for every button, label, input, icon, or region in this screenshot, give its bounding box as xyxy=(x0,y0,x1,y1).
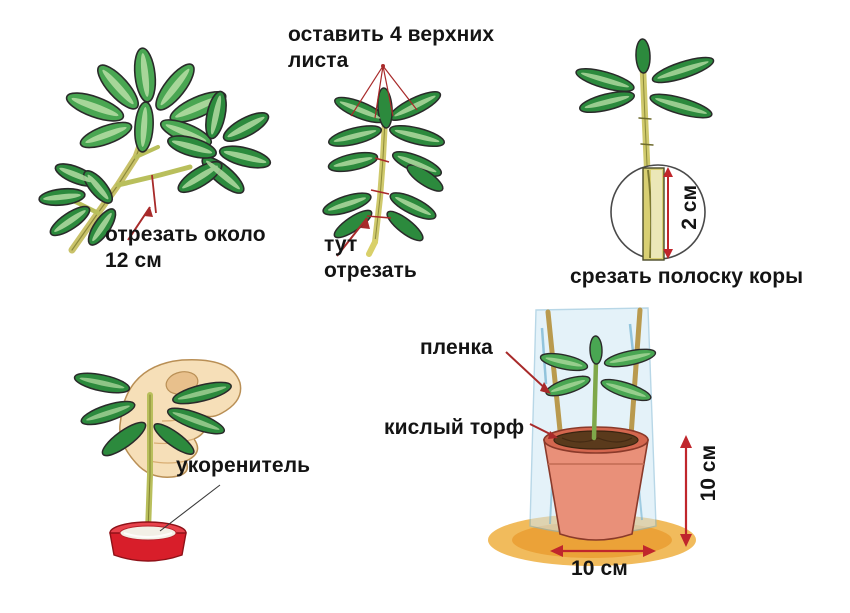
rooting-powder-dish xyxy=(109,521,187,562)
step-4-label: укоренитель xyxy=(176,454,311,477)
step-5-height-measure: 10 см xyxy=(697,445,720,502)
measure-arrow-height-10cm xyxy=(680,435,692,547)
branch-drawing xyxy=(38,47,272,254)
step-5-film-label: пленка xyxy=(420,336,493,359)
top-leaves-marker xyxy=(350,64,418,119)
pointer-arrow-film xyxy=(505,351,551,394)
step-5-soil-label: кислый торф xyxy=(384,416,525,439)
step-4-figure xyxy=(62,335,292,575)
magnifier-circle xyxy=(610,164,706,261)
hand-dipping-drawing xyxy=(73,358,242,562)
step-1-label: отрезать около 12 см xyxy=(105,223,266,272)
step-3-label: срезать полоску коры xyxy=(570,265,804,288)
potted-cutting-drawing xyxy=(488,307,696,566)
cut-ticks xyxy=(366,157,392,219)
step-1-figure xyxy=(38,35,290,265)
step-5-figure xyxy=(480,288,710,578)
step-5-width-measure: 10 см xyxy=(571,557,628,580)
step-2-figure xyxy=(305,58,485,258)
measure-arrow-width-10cm xyxy=(550,545,656,557)
pointer-line-rooting-powder xyxy=(159,484,221,532)
cut-mark xyxy=(151,174,157,214)
pointer-arrow-soil xyxy=(529,423,558,439)
measure-arrow-2cm xyxy=(663,167,673,259)
cutting-drawing xyxy=(322,64,445,257)
support-sticks xyxy=(545,307,643,453)
bark-strip-drawing xyxy=(575,38,715,261)
step-2-bottom-label: тут отрезать xyxy=(324,233,417,282)
pointer-arrow-cut xyxy=(336,217,370,257)
step-3-figure xyxy=(555,38,755,265)
pot xyxy=(543,426,649,541)
pointer-arrow-cut xyxy=(127,206,153,241)
step-2-top-label: оставить 4 верхних листа xyxy=(288,23,495,72)
